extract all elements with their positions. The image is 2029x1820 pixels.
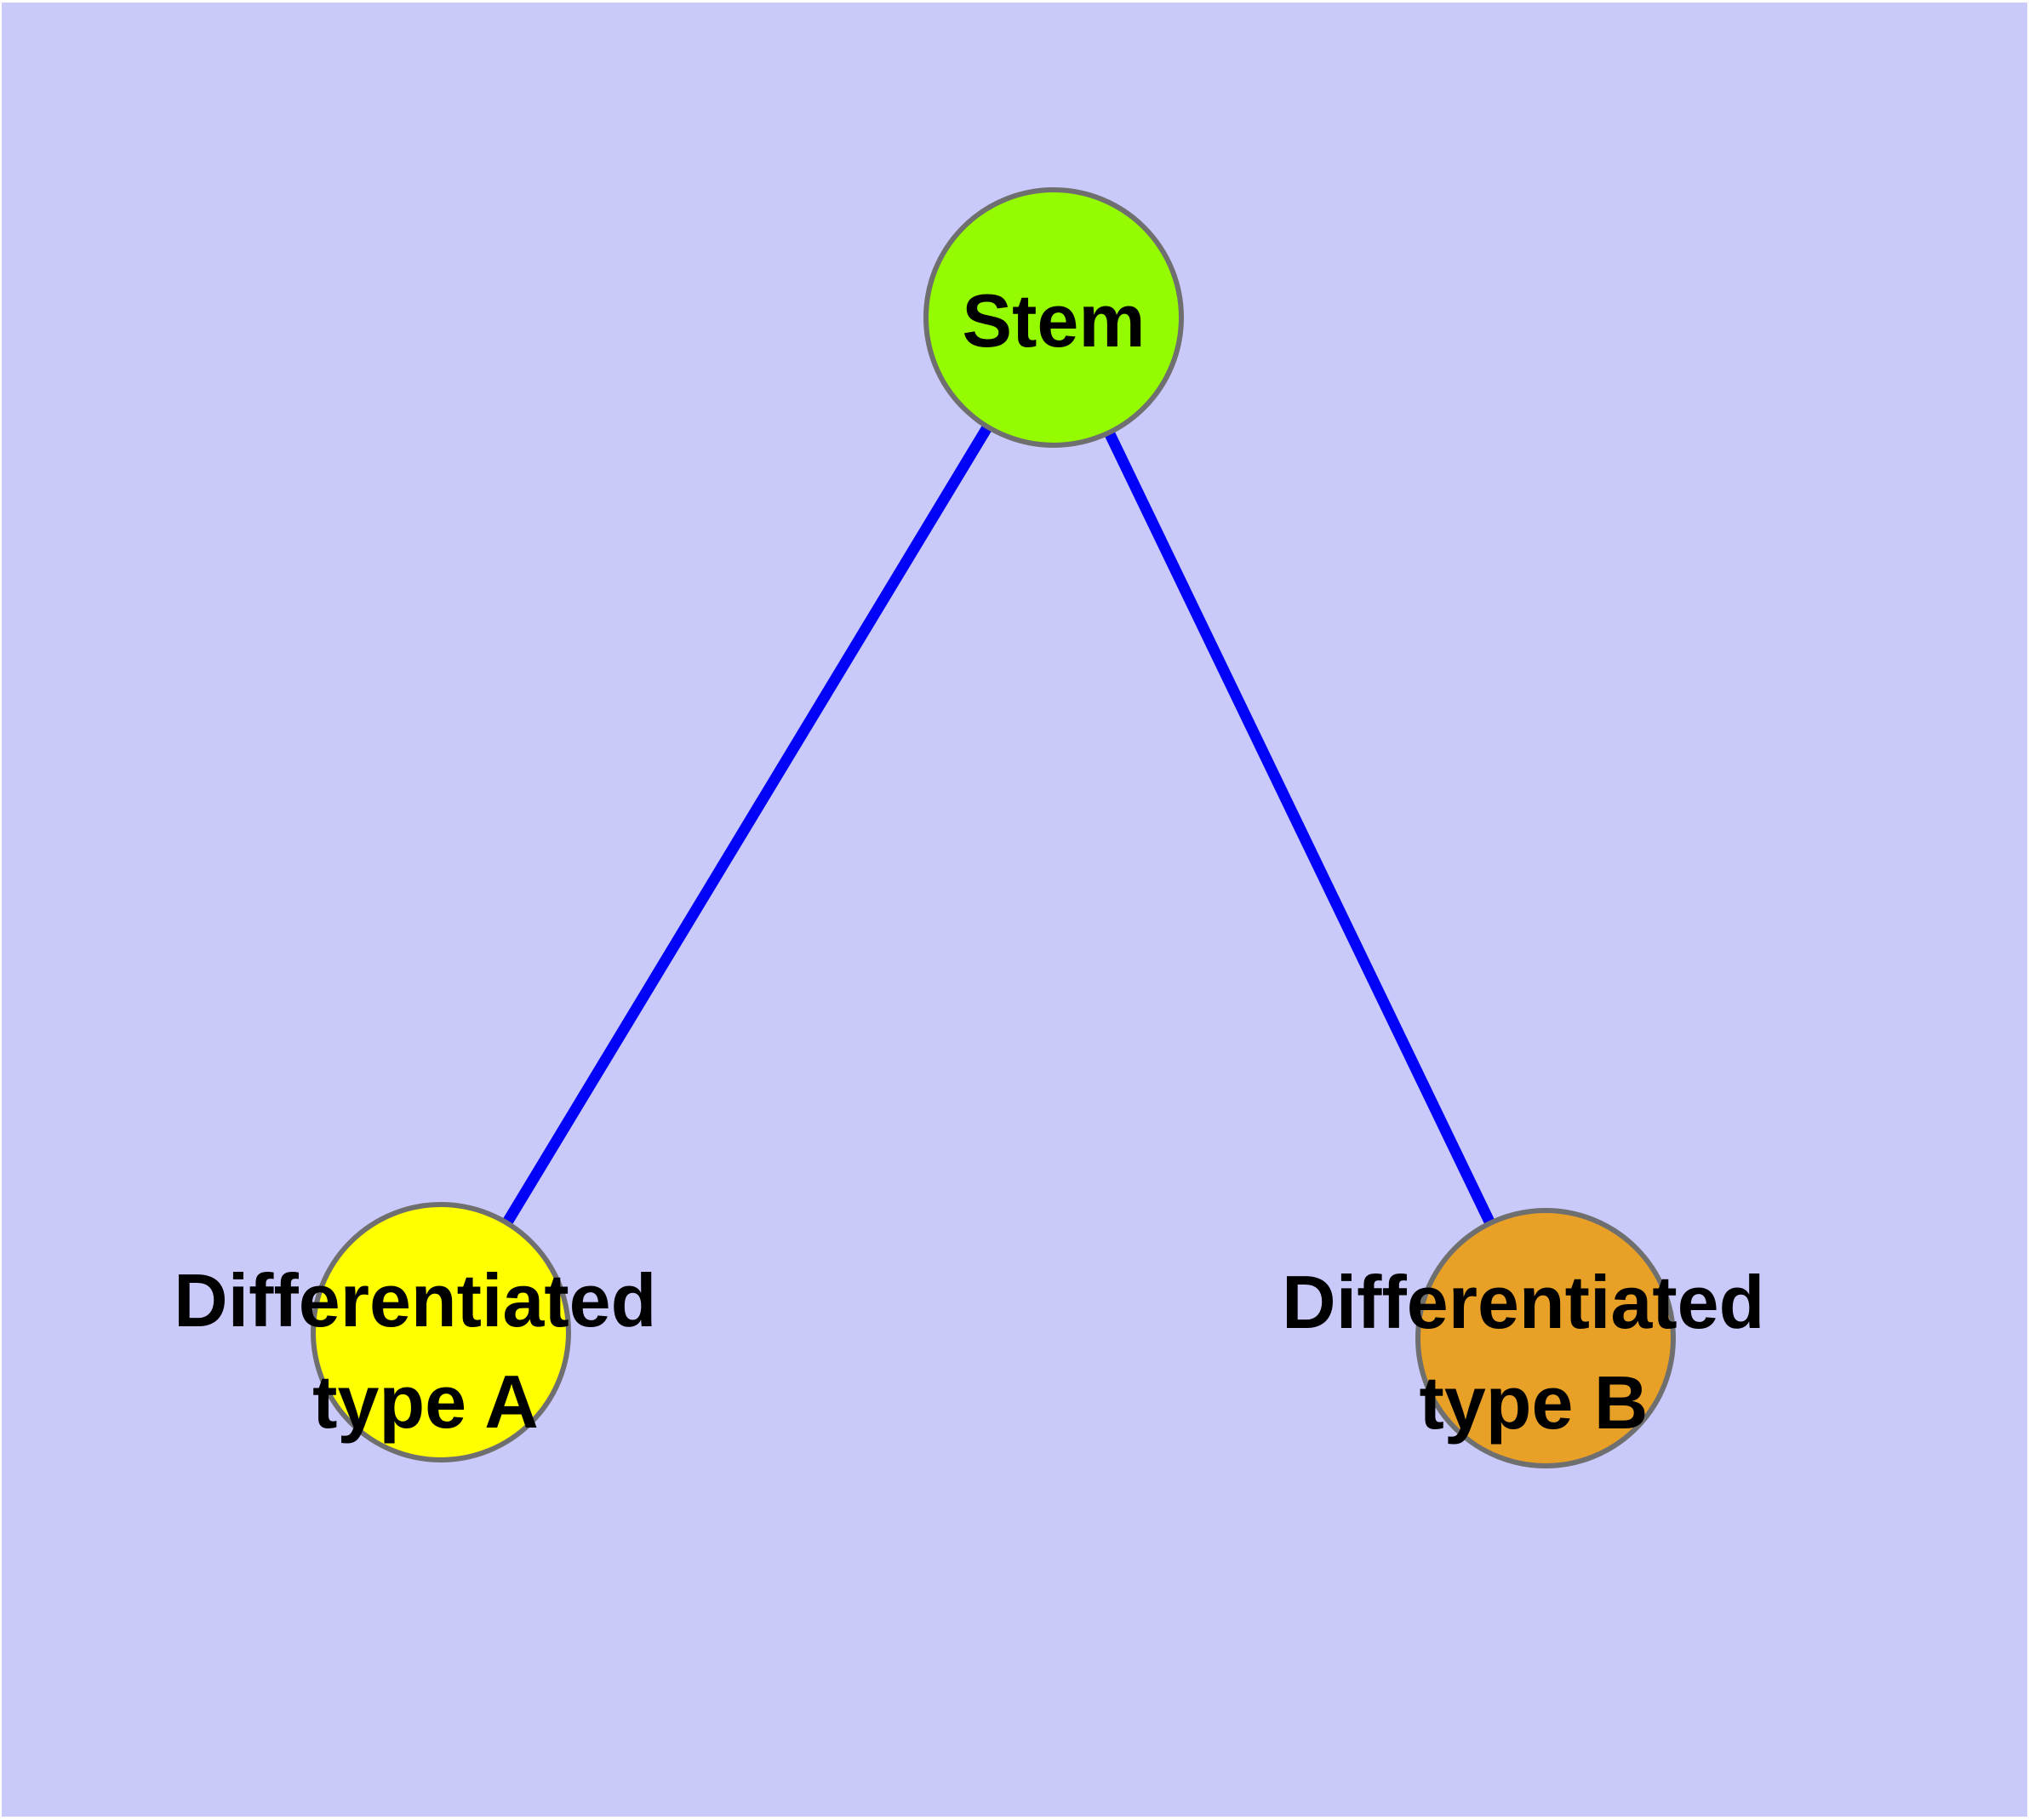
- differentiated-type-a-circle: [311, 1202, 571, 1462]
- stem-node: Stem: [923, 187, 1184, 448]
- differentiated-type-b-label-line2: type B: [1420, 1360, 1649, 1445]
- differentiated-type-a-label-line1: Differentiated: [174, 1258, 656, 1342]
- edge-stem-to-differentiated-type-b: [1049, 315, 1551, 1341]
- differentiated-type-a-node: Differentiated type A: [174, 1202, 677, 1462]
- differentiated-type-b-label-line1: Differentiated: [1282, 1260, 1764, 1344]
- differentiated-type-a-label: Differentiated type A: [174, 1258, 677, 1444]
- stem-node-label: Stem: [962, 278, 1145, 363]
- edge-stem-to-differentiated-type-a: [436, 314, 1059, 1336]
- stem-node-circle: [923, 187, 1184, 448]
- differentiated-type-b-node: Differentiated type B: [1282, 1208, 1786, 1468]
- differentiated-type-b-circle: [1415, 1208, 1676, 1468]
- differentiated-type-b-label: Differentiated type B: [1282, 1260, 1786, 1445]
- differentiated-type-a-label-line2: type A: [312, 1359, 539, 1444]
